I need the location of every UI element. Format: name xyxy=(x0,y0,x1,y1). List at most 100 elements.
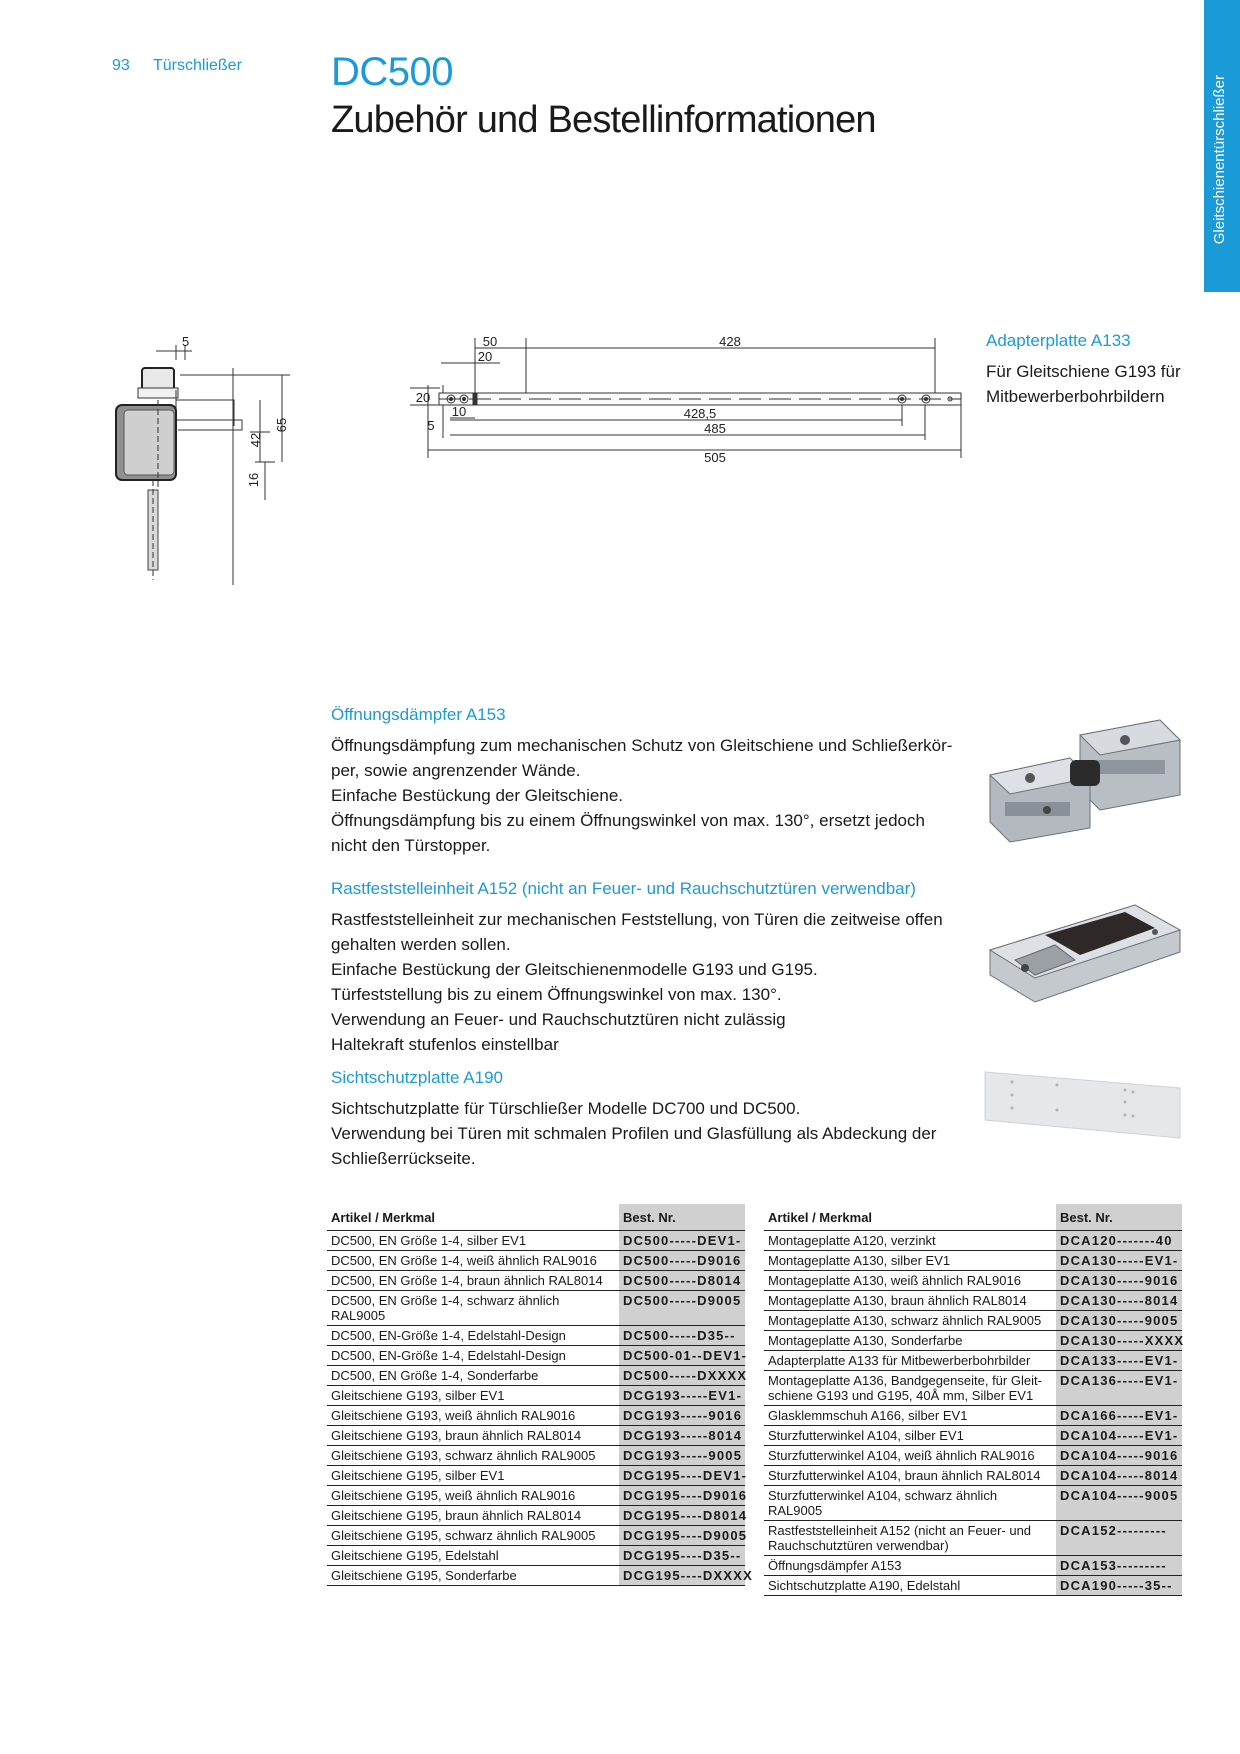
order-number-cell: DCA120-------40 xyxy=(1056,1230,1182,1251)
article-cell: Montageplatte A130, silber EV1 xyxy=(764,1250,1056,1271)
section-line: gehalten werden sollen. xyxy=(331,935,511,954)
order-number-cell: DCA130-----9005 xyxy=(1056,1310,1182,1331)
dim-label: 428 xyxy=(719,334,741,349)
section-opening-damper: Öffnungsdämpfer A153 Öffnungsdämpfung zu… xyxy=(331,705,961,858)
table-row: Sturzfutterwinkel A104, schwarz ähnlich … xyxy=(764,1485,1182,1521)
article-cell: DC500, EN Größe 1-4, braun ähnlich RAL80… xyxy=(327,1270,619,1291)
side-tab: Gleitschienentürschließer xyxy=(1204,0,1240,292)
table-row: Montageplatte A130, braun ähnlich RAL801… xyxy=(764,1290,1182,1311)
article-cell: Gleitschiene G195, schwarz ähnlich RAL90… xyxy=(327,1525,619,1546)
order-number-cell: DCA152--------- xyxy=(1056,1520,1182,1556)
dim-label: 20 xyxy=(416,390,430,405)
order-number-cell: DC500-----D35-- xyxy=(619,1325,745,1346)
dim-label: 42 xyxy=(248,433,263,447)
article-cell: Gleitschiene G195, Sonderfarbe xyxy=(327,1565,619,1586)
article-cell: DC500, EN Größe 1-4, Sonderfarbe xyxy=(327,1365,619,1386)
section-title: Sichtschutzplatte A190 xyxy=(331,1068,504,1087)
article-cell: Gleitschiene G193, weiß ähnlich RAL9016 xyxy=(327,1405,619,1426)
section-privacy-plate: Sichtschutzplatte A190 Sichtschutzplatte… xyxy=(331,1068,961,1171)
dim-label: 10 xyxy=(452,404,466,419)
order-number-cell: DCG195----DEV1- xyxy=(619,1465,746,1486)
table-row: Adapterplatte A133 für Mitbewerberbohrbi… xyxy=(764,1350,1182,1371)
dim-label: 65 xyxy=(274,418,289,432)
section-line: Öffnungsdämpfung zum mechanischen Schutz… xyxy=(331,736,953,755)
hold-open-unit-image xyxy=(988,904,1182,1003)
article-cell: Öffnungsdämpfer A153 xyxy=(764,1555,1056,1576)
article-cell: Gleitschiene G195, Edelstahl xyxy=(327,1545,619,1566)
order-number-cell: DCA136-----EV1- xyxy=(1056,1370,1182,1406)
article-cell: Sturzfutterwinkel A104, schwarz ähnlich … xyxy=(764,1485,1056,1521)
order-number-cell: DC500-01--DEV1- xyxy=(619,1345,746,1366)
dim-label: 50 xyxy=(483,334,497,349)
article-cell: DC500, EN-Größe 1-4, Edelstahl-Design xyxy=(327,1325,619,1346)
side-view-drawing: 5 42 65 16 xyxy=(115,334,290,585)
table-row: Montageplatte A130, schwarz ähnlich RAL9… xyxy=(764,1310,1182,1331)
order-number-cell: DC500-----D9005 xyxy=(619,1290,745,1326)
article-cell: Gleitschiene G195, silber EV1 xyxy=(327,1465,619,1486)
article-cell: DC500, EN Größe 1-4, schwarz ähnlich RAL… xyxy=(327,1290,619,1326)
page-number: 93 xyxy=(112,57,130,74)
table-row: Gleitschiene G193, braun ähnlich RAL8014… xyxy=(327,1425,745,1446)
article-cell: Gleitschiene G195, braun ähnlich RAL8014 xyxy=(327,1505,619,1526)
adapter-plate-info: Adapterplatte A133 Für Gleitschiene G193… xyxy=(986,331,1196,409)
order-number-cell: DCG195----DXXXX xyxy=(619,1565,752,1586)
page-title: Zubehör und Bestellinformationen xyxy=(331,99,877,141)
order-number-cell: DCA104-----EV1- xyxy=(1056,1425,1182,1446)
section-hold-open-unit: Rastfeststelleinheit A152 (nicht an Feue… xyxy=(331,879,961,1057)
article-cell: Sichtschutzplatte A190, Edelstahl xyxy=(764,1575,1056,1596)
article-cell: Sturzfutterwinkel A104, weiß ähnlich RAL… xyxy=(764,1445,1056,1466)
order-number-cell: DCG195----D9005 xyxy=(619,1525,746,1546)
order-number-cell: DCA104-----8014 xyxy=(1056,1465,1182,1486)
order-number-cell: DC500-----DEV1- xyxy=(619,1230,745,1251)
section-line: Einfache Bestückung der Gleitschiene. xyxy=(331,786,624,805)
section-line: Verwendung an Feuer- und Rauchschutztüre… xyxy=(331,1010,786,1029)
order-number-cell: DC500-----DXXXX xyxy=(619,1365,746,1386)
article-cell: Montageplatte A130, braun ähnlich RAL801… xyxy=(764,1290,1056,1311)
section-name: Türschließer xyxy=(153,57,242,74)
table-row: DC500, EN Größe 1-4, braun ähnlich RAL80… xyxy=(327,1270,745,1291)
product-title: DC500 xyxy=(331,50,454,94)
adapter-title: Adapterplatte A133 xyxy=(986,331,1131,350)
article-cell: Montageplatte A130, Sonderfarbe xyxy=(764,1330,1056,1351)
section-line: Einfache Bestückung der Gleitschienenmod… xyxy=(331,960,818,979)
article-cell: Rastfeststelleinheit A152 (nicht an Feue… xyxy=(764,1520,1056,1556)
table-row: Montageplatte A130, weiß ähnlich RAL9016… xyxy=(764,1270,1182,1291)
section-title: Öffnungsdämpfer A153 xyxy=(331,705,506,724)
adapter-text: Für Gleitschiene G193 für Mitbewerberboh… xyxy=(986,362,1181,406)
section-line: Sichtschutzplatte für Türschließer Model… xyxy=(331,1099,801,1118)
order-number-cell: DCA130-----XXXX xyxy=(1056,1330,1183,1351)
article-cell: Montageplatte A120, verzinkt xyxy=(764,1230,1056,1251)
privacy-plate-image xyxy=(984,1071,1181,1139)
section-line: Schließerrückseite. xyxy=(331,1149,476,1168)
dim-label: 485 xyxy=(704,421,726,436)
article-cell: Adapterplatte A133 für Mitbewerberbohrbi… xyxy=(764,1350,1056,1371)
article-cell: DC500, EN Größe 1-4, weiß ähnlich RAL901… xyxy=(327,1250,619,1271)
section-line: Öffnungsdämpfung bis zu einem Öffnungswi… xyxy=(331,811,925,830)
article-cell: Montageplatte A130, schwarz ähnlich RAL9… xyxy=(764,1310,1056,1331)
table-row: Montageplatte A136, Bandgegenseite, für … xyxy=(764,1370,1182,1406)
dim-label: 16 xyxy=(246,473,261,487)
section-line: Rastfeststelleinheit zur mechanischen Fe… xyxy=(331,910,943,929)
order-number-cell: DCG193-----8014 xyxy=(619,1425,745,1446)
side-tab-label: Gleitschienentürschließer xyxy=(1211,74,1228,244)
section-line: Türfeststellung bis zu einem Öffnungswin… xyxy=(331,985,782,1004)
order-number-cell: DCA130-----EV1- xyxy=(1056,1250,1182,1271)
section-line: Verwendung bei Türen mit schmalen Profil… xyxy=(331,1124,937,1143)
article-cell: DC500, EN-Größe 1-4, Edelstahl-Design xyxy=(327,1345,619,1366)
article-cell: Gleitschiene G195, weiß ähnlich RAL9016 xyxy=(327,1485,619,1506)
column-header-order-number: Best. Nr. xyxy=(619,1204,745,1231)
dim-label: 428,5 xyxy=(684,406,717,421)
order-number-cell: DCA190-----35-- xyxy=(1056,1575,1182,1596)
order-number-cell: DCA133-----EV1- xyxy=(1056,1350,1182,1371)
table-row: Gleitschiene G193, schwarz ähnlich RAL90… xyxy=(327,1445,745,1466)
dim-label: 505 xyxy=(704,450,726,465)
article-cell: Sturzfutterwinkel A104, braun ähnlich RA… xyxy=(764,1465,1056,1486)
adapter-plate-drawing: 50 428 20 20 5 10 428,5 485 505 xyxy=(410,334,962,465)
article-cell: DC500, EN Größe 1-4, silber EV1 xyxy=(327,1230,619,1251)
